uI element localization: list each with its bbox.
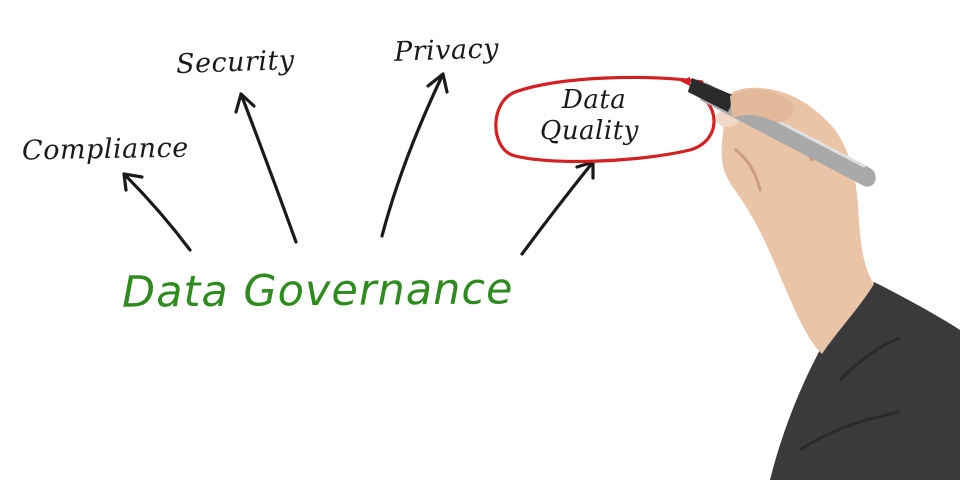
branch-label-compliance: Compliance <box>21 132 189 167</box>
branch-label-quality: Quality <box>540 116 639 146</box>
branch-label-security: Security <box>175 44 296 81</box>
arrow-data-quality <box>520 160 595 256</box>
central-label: Data Governance <box>121 264 514 318</box>
branch-label-privacy: Privacy <box>393 33 500 68</box>
branch-label-data: Data <box>562 85 627 115</box>
arrow-security <box>234 92 298 244</box>
index-finger <box>730 89 795 123</box>
sleeve <box>770 282 960 480</box>
arrow-privacy <box>380 72 449 238</box>
hand <box>721 87 874 354</box>
arrow-compliance <box>122 172 192 252</box>
red-highlight-ellipse <box>494 75 716 164</box>
